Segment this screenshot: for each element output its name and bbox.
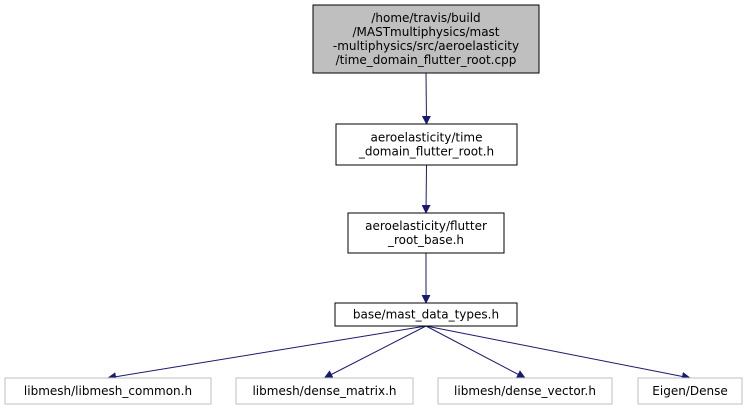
node-label-line: _domain_flutter_root.h [358, 145, 494, 159]
node-box [437, 377, 613, 405]
node-label-line: -multiphysics/src/aeroelasticity [333, 39, 519, 53]
node-label-line: /MASTmultiphysics/mast [352, 25, 499, 39]
node-label-line: aeroelasticity/time [370, 131, 482, 145]
node-root[interactable]: /home/travis/build/MASTmultiphysics/mast… [312, 4, 540, 74]
node-box [312, 4, 540, 74]
node-box [235, 377, 414, 405]
edge-mdt-to-eigen [425, 325, 691, 381]
node-mdt[interactable]: base/mast_data_types.h [334, 302, 518, 327]
node-dm: libmesh/dense_matrix.h [235, 377, 414, 405]
node-label-line: libmesh/dense_vector.h [454, 384, 596, 398]
node-label-line: aeroelasticity/flutter [365, 219, 487, 233]
node-tdfr[interactable]: aeroelasticity/time_domain_flutter_root.… [335, 123, 518, 166]
node-label-line: Eigen/Dense [652, 384, 727, 398]
edge-tdfr-to-frb [421, 164, 431, 214]
node-label-line: base/mast_data_types.h [353, 308, 499, 322]
node-label-line: /time_domain_flutter_root.cpp [336, 53, 517, 67]
node-box [334, 302, 518, 327]
edge-root-to-tdfr [421, 72, 431, 125]
edge-mdt-to-lmc [107, 325, 427, 382]
node-label-line: libmesh/dense_matrix.h [252, 384, 396, 398]
node-dv: libmesh/dense_vector.h [437, 377, 613, 405]
node-lmc: libmesh/libmesh_common.h [4, 377, 212, 405]
node-box [347, 212, 505, 254]
node-label-line: _root_base.h [387, 233, 464, 247]
edge-mdt-to-dm [323, 325, 427, 379]
node-label-line: /home/travis/build [371, 11, 480, 25]
node-label-line: libmesh/libmesh_common.h [24, 384, 192, 398]
node-box [335, 123, 518, 166]
node-box [4, 377, 212, 405]
edge-mdt-to-dv [425, 325, 526, 379]
node-frb[interactable]: aeroelasticity/flutter_root_base.h [347, 212, 505, 254]
node-eigen: Eigen/Dense [637, 377, 743, 405]
node-box [637, 377, 743, 405]
